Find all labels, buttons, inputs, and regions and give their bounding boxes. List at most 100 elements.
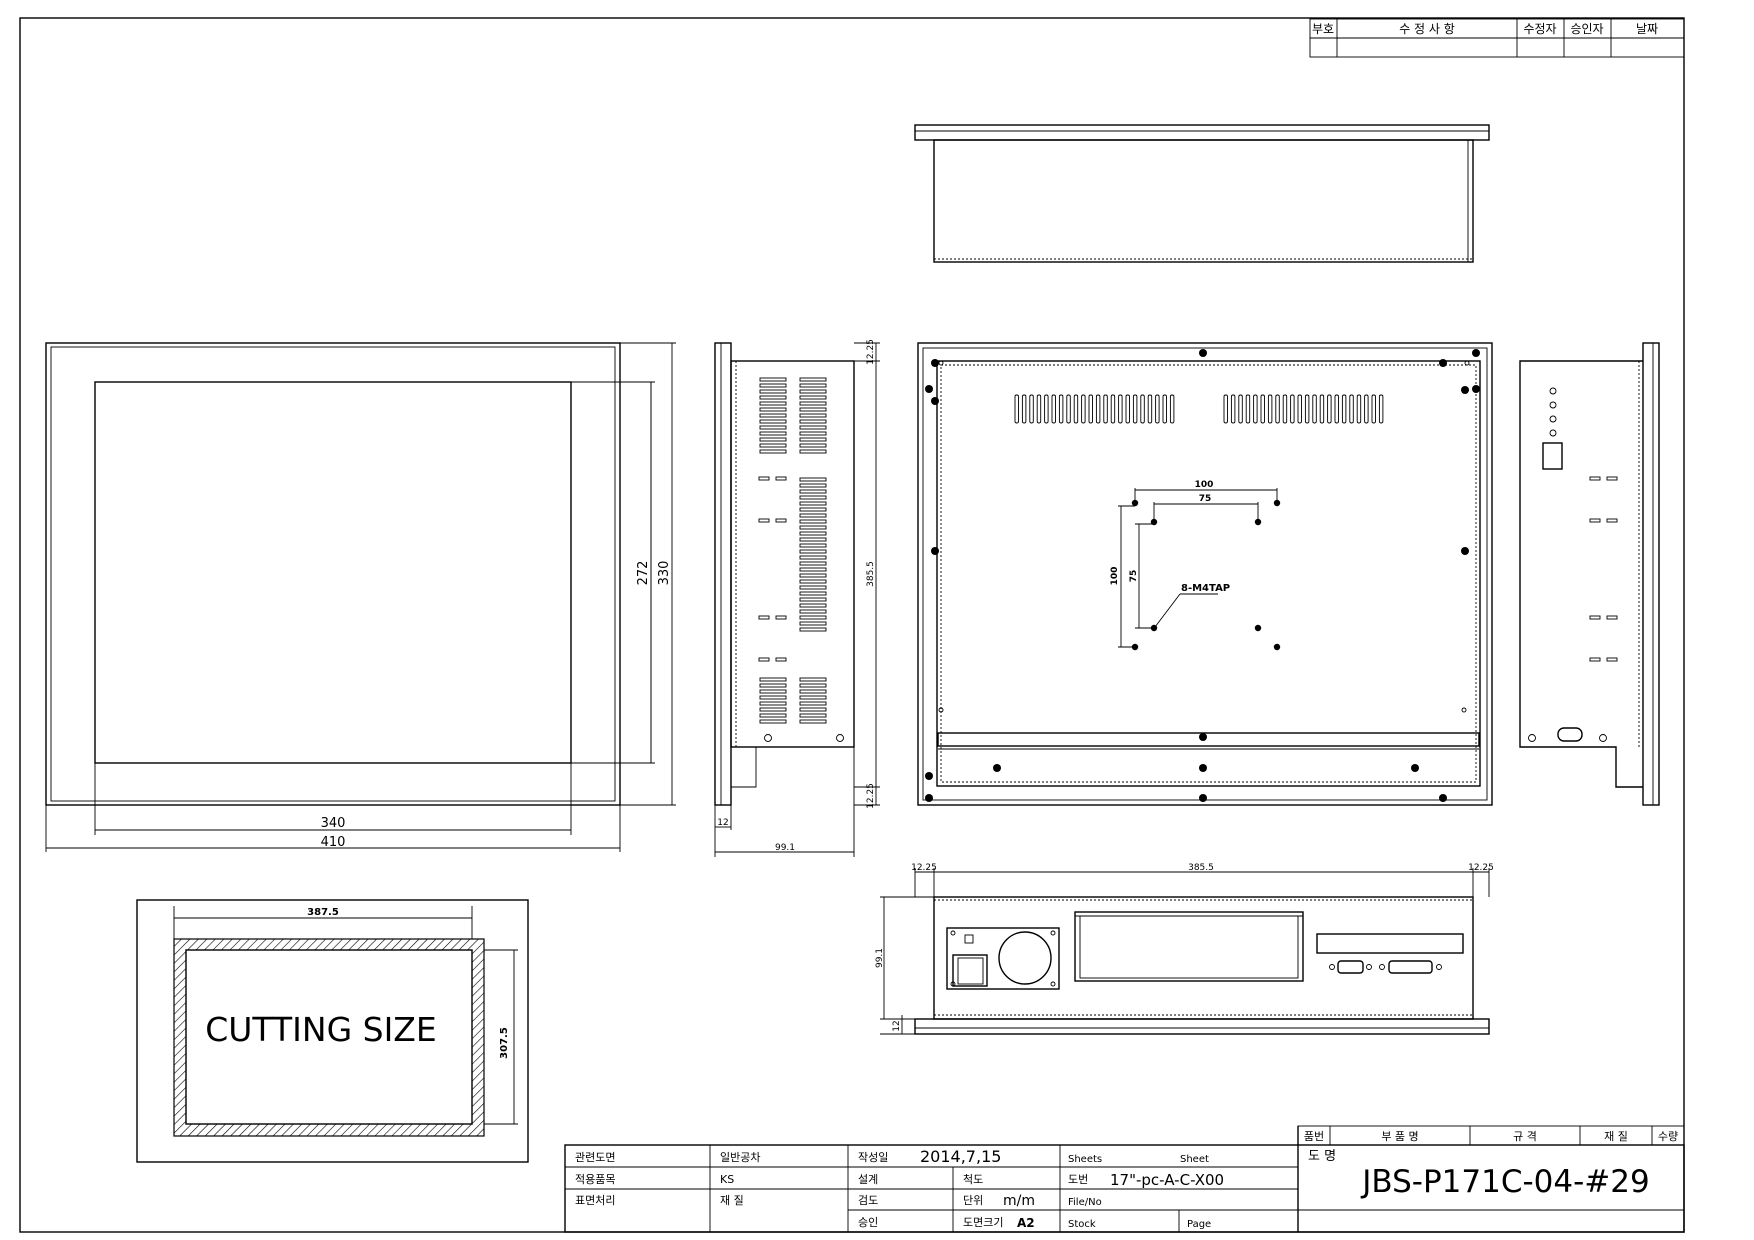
- vent-slot: [1044, 394, 1049, 424]
- revision-header-date: 날짜: [1636, 22, 1658, 36]
- vent-slot: [1088, 394, 1093, 424]
- vent-slot: [1378, 394, 1384, 424]
- vent-slot: [1275, 394, 1280, 424]
- mounting-hole: [931, 397, 939, 405]
- vent-slot: [1260, 394, 1265, 424]
- mount-slot: [1606, 518, 1618, 523]
- mounting-hole: [931, 359, 939, 367]
- parts-header-qty: 수량: [1658, 1130, 1678, 1143]
- vent-slot: [799, 477, 827, 482]
- dim-bottom-depth: 99.1: [875, 948, 885, 968]
- vent-slot: [799, 677, 827, 682]
- vent-slot: [1349, 394, 1354, 424]
- mount-slot: [758, 657, 770, 662]
- surface-treatment-label: 표면처리: [575, 1194, 615, 1207]
- vent-slot: [1304, 394, 1310, 424]
- vent-slot: [799, 609, 827, 614]
- drawing-number-value: 17"-pc-A-C-X00: [1110, 1171, 1224, 1189]
- vent-slot: [799, 567, 827, 572]
- vent-slot: [1245, 394, 1251, 424]
- vent-slot: [799, 597, 827, 602]
- vent-slot: [759, 419, 787, 424]
- mounting-hole: [925, 794, 933, 802]
- vent-slot: [799, 543, 827, 548]
- vent-slot: [799, 383, 827, 388]
- vent-slot: [799, 695, 827, 700]
- vent-slot: [799, 507, 827, 512]
- vent-slot: [759, 689, 787, 694]
- vent-slot: [1297, 394, 1302, 424]
- dim-side-top-margin: 12.25: [866, 339, 876, 365]
- vent-slot: [1081, 394, 1086, 424]
- vent-slot: [799, 555, 827, 560]
- vent-slot: [799, 689, 827, 694]
- vent-slot: [799, 525, 827, 530]
- vent-slot: [759, 395, 787, 400]
- vent-slot: [759, 377, 787, 382]
- dim-vesa-outer: 100: [1195, 480, 1214, 490]
- rear-vent-slots: [1014, 394, 1384, 424]
- vent-slot: [799, 495, 827, 500]
- vent-slot: [799, 707, 827, 712]
- mount-slot: [758, 518, 770, 523]
- vent-slot: [1132, 394, 1138, 424]
- vent-slot: [799, 561, 827, 566]
- dim-bottom-right-margin: 12.25: [1468, 863, 1494, 873]
- stock-label: Stock: [1068, 1219, 1096, 1230]
- review-label: 검도: [858, 1194, 878, 1207]
- vent-slot: [799, 701, 827, 706]
- mount-slot: [758, 615, 770, 620]
- drawing-number-label: 도번: [1068, 1173, 1088, 1186]
- parts-header-spec: 규 격: [1513, 1130, 1537, 1143]
- vent-slot: [1162, 394, 1167, 424]
- vent-slot: [1327, 394, 1332, 424]
- bottom-view: 12.25 385.5 12.25 99.1 12: [875, 863, 1494, 1035]
- revision-header-change: 수 정 사 항: [1399, 22, 1455, 36]
- drawing-size-value: A2: [1017, 1216, 1035, 1230]
- vent-slot: [1021, 394, 1027, 424]
- mounting-hole: [1199, 733, 1207, 741]
- revision-table: 부호 수 정 사 항 수정자 승인자 날짜: [1309, 18, 1685, 58]
- vent-slot: [1103, 394, 1108, 424]
- dim-side-depth: 99.1: [775, 843, 795, 853]
- vent-slot: [1147, 394, 1153, 424]
- parts-header-material: 재 질: [1604, 1130, 1628, 1143]
- vent-slot: [759, 683, 787, 688]
- vent-slot: [799, 591, 827, 596]
- mounting-hole: [993, 764, 1001, 772]
- vent-slot: [799, 531, 827, 536]
- vent-slot: [799, 603, 827, 608]
- mounting-hole: [1439, 794, 1447, 802]
- mounting-hole: [1199, 794, 1207, 802]
- mount-slot: [775, 615, 787, 620]
- mounting-hole: [1472, 385, 1480, 393]
- vent-slot: [799, 585, 827, 590]
- material-label: 재 질: [720, 1194, 744, 1207]
- mount-slot: [1589, 476, 1601, 481]
- mount-slot: [1606, 615, 1618, 620]
- applied-item-label: 적용품목: [575, 1173, 615, 1186]
- mount-slot: [1589, 657, 1601, 662]
- vent-slot: [1118, 394, 1123, 424]
- vent-slot: [1364, 394, 1369, 424]
- vent-slot: [1334, 394, 1339, 424]
- dim-vesa-outer-v: 100: [1110, 567, 1120, 586]
- vent-slot: [799, 413, 827, 418]
- sheets-label: Sheets: [1068, 1154, 1102, 1165]
- dim-side-bottom-margin: 12.25: [866, 783, 876, 809]
- page-label: Page: [1187, 1219, 1211, 1230]
- rear-mounting-holes: [925, 349, 1480, 802]
- vent-slot: [799, 627, 827, 632]
- cutting-size-label: CUTTING SIZE: [205, 1010, 437, 1049]
- vent-slot: [1073, 394, 1079, 424]
- vesa-hole: [1273, 643, 1281, 651]
- mount-slot: [1606, 657, 1618, 662]
- dim-opening-height: 272: [636, 561, 651, 586]
- dim-bottom-left-margin: 12.25: [911, 863, 937, 873]
- vent-slot: [799, 389, 827, 394]
- created-date-label: 작성일: [858, 1150, 888, 1164]
- vent-slot: [1066, 394, 1071, 424]
- vent-slot: [1058, 394, 1064, 424]
- approve-label: 승인: [858, 1216, 878, 1229]
